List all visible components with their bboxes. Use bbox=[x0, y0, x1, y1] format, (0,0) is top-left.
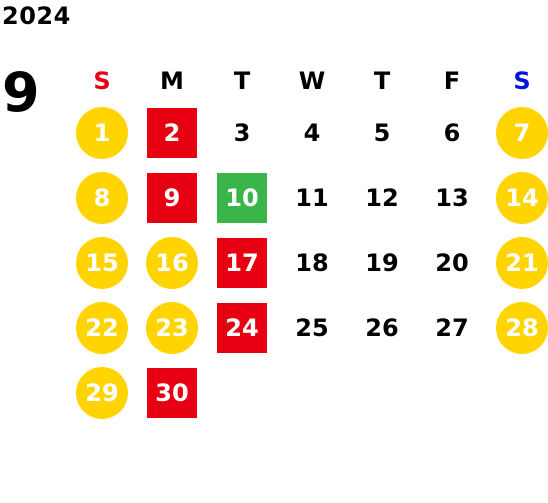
day-cell: 30 bbox=[137, 360, 207, 425]
day-plain: 27 bbox=[435, 313, 469, 342]
day-cell: 16 bbox=[137, 230, 207, 295]
day-red: 2 bbox=[147, 107, 197, 158]
weekday-tuesday: T bbox=[233, 67, 251, 95]
day-holiday: 8 bbox=[76, 171, 128, 224]
day-cell: 19 bbox=[347, 230, 417, 295]
day-plain: 18 bbox=[295, 248, 329, 277]
day-cell: 11 bbox=[277, 165, 347, 230]
day-red: 30 bbox=[147, 367, 197, 418]
weekday-saturday: S bbox=[513, 67, 531, 95]
day-red: 24 bbox=[217, 302, 267, 353]
weekday-friday: F bbox=[443, 67, 461, 95]
weekday-wednesday: W bbox=[298, 67, 326, 95]
day-cell: 27 bbox=[417, 295, 487, 360]
day-cell bbox=[207, 360, 277, 425]
day-cell bbox=[487, 360, 548, 425]
day-cell: 17 bbox=[207, 230, 277, 295]
day-holiday: 15 bbox=[76, 236, 128, 289]
week-row: 22 23 24 25 26 27 28 bbox=[67, 295, 548, 360]
day-cell: 25 bbox=[277, 295, 347, 360]
day-plain: 26 bbox=[365, 313, 399, 342]
day-plain: 3 bbox=[233, 118, 251, 147]
day-holiday: 28 bbox=[496, 301, 548, 354]
day-plain: 25 bbox=[295, 313, 329, 342]
year-label: 2024 bbox=[2, 2, 71, 30]
day-plain: 13 bbox=[435, 183, 469, 212]
week-row: 15 16 17 18 19 20 21 bbox=[67, 230, 548, 295]
day-holiday: 1 bbox=[76, 106, 128, 159]
day-red: 17 bbox=[217, 237, 267, 288]
day-cell: 1 bbox=[67, 100, 137, 165]
weekday-sunday: S bbox=[93, 67, 111, 95]
day-cell: 23 bbox=[137, 295, 207, 360]
day-holiday: 22 bbox=[76, 301, 128, 354]
day-cell: 4 bbox=[277, 100, 347, 165]
day-plain: 20 bbox=[435, 248, 469, 277]
day-cell: 12 bbox=[347, 165, 417, 230]
day-cell: 2 bbox=[137, 100, 207, 165]
day-cell: 15 bbox=[67, 230, 137, 295]
day-cell: 28 bbox=[487, 295, 548, 360]
day-cell: 20 bbox=[417, 230, 487, 295]
day-red: 9 bbox=[147, 172, 197, 223]
day-cell bbox=[277, 360, 347, 425]
month-number: 9 bbox=[2, 61, 40, 124]
day-cell: 29 bbox=[67, 360, 137, 425]
day-plain: 19 bbox=[365, 248, 399, 277]
day-green: 10 bbox=[217, 172, 267, 223]
day-plain: 4 bbox=[303, 118, 321, 147]
day-cell: 6 bbox=[417, 100, 487, 165]
day-holiday: 23 bbox=[146, 301, 198, 354]
weekday-header: S M T W T F S bbox=[67, 62, 548, 100]
day-cell: 3 bbox=[207, 100, 277, 165]
day-holiday: 7 bbox=[496, 106, 548, 159]
week-row: 29 30 bbox=[67, 360, 548, 425]
day-cell: 7 bbox=[487, 100, 548, 165]
day-holiday: 16 bbox=[146, 236, 198, 289]
day-cell: 24 bbox=[207, 295, 277, 360]
day-plain: 12 bbox=[365, 183, 399, 212]
day-cell: 9 bbox=[137, 165, 207, 230]
day-cell: 8 bbox=[67, 165, 137, 230]
day-plain: 5 bbox=[373, 118, 391, 147]
day-holiday: 21 bbox=[496, 236, 548, 289]
day-cell: 14 bbox=[487, 165, 548, 230]
weekday-thursday: T bbox=[373, 67, 391, 95]
day-cell: 18 bbox=[277, 230, 347, 295]
weekday-monday: M bbox=[160, 67, 184, 95]
day-plain: 11 bbox=[295, 183, 329, 212]
day-cell bbox=[417, 360, 487, 425]
day-holiday: 14 bbox=[496, 171, 548, 224]
day-plain: 6 bbox=[443, 118, 461, 147]
day-cell: 5 bbox=[347, 100, 417, 165]
day-cell: 10 bbox=[207, 165, 277, 230]
day-cell: 21 bbox=[487, 230, 548, 295]
day-cell bbox=[347, 360, 417, 425]
day-holiday: 29 bbox=[76, 366, 128, 419]
day-cell: 22 bbox=[67, 295, 137, 360]
day-cell: 26 bbox=[347, 295, 417, 360]
day-cell: 13 bbox=[417, 165, 487, 230]
